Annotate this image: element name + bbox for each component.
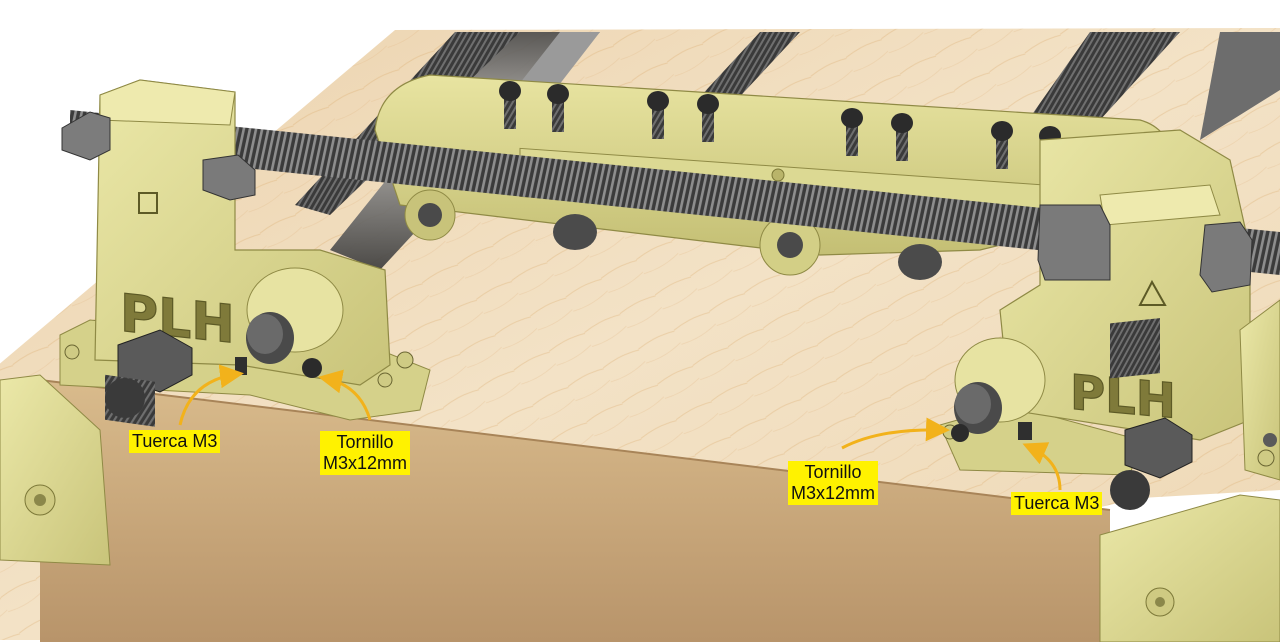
square-symbol-icon: [138, 192, 158, 214]
left-nut-callout-text: Tuerca M3: [132, 431, 218, 451]
right-screw-callout-line1: Tornillo: [804, 462, 862, 482]
left-support-block: PLH: [59, 79, 431, 427]
right-screw-callout: Tornillo M3x12mm: [788, 461, 879, 505]
right-nut-callout-text: Tuerca M3: [1014, 493, 1100, 513]
left-m3-nut-icon: [235, 357, 247, 375]
triangle-symbol-icon: [1138, 279, 1167, 306]
right-corner-bracket: [1099, 299, 1280, 642]
right-nut-arrow: [1022, 442, 1062, 491]
left-m3-screw-icon: [302, 358, 322, 378]
right-screw-callout-line2: M3x12mm: [791, 483, 876, 503]
lead-screw: [70, 110, 1280, 280]
callout-arrows: [178, 364, 1062, 491]
right-screw-arrow: [841, 417, 950, 450]
right-m3-screw-icon: [951, 424, 969, 442]
left-edge-bracket: [0, 374, 111, 566]
left-nut-arrow: [178, 364, 244, 426]
left-nut-callout: Tuerca M3: [129, 430, 221, 453]
right-nut-callout: Tuerca M3: [1011, 492, 1103, 515]
left-screw-callout-line2: M3x12mm: [323, 453, 408, 473]
left-screw-callout: Tornillo M3x12mm: [320, 431, 411, 475]
left-screw-arrow: [318, 369, 372, 421]
right-m3-nut-icon: [1018, 422, 1032, 440]
left-screw-callout-line1: Tornillo: [336, 432, 394, 452]
carriage-screws: [499, 81, 1061, 174]
wood-front-edge: [40, 380, 1110, 642]
